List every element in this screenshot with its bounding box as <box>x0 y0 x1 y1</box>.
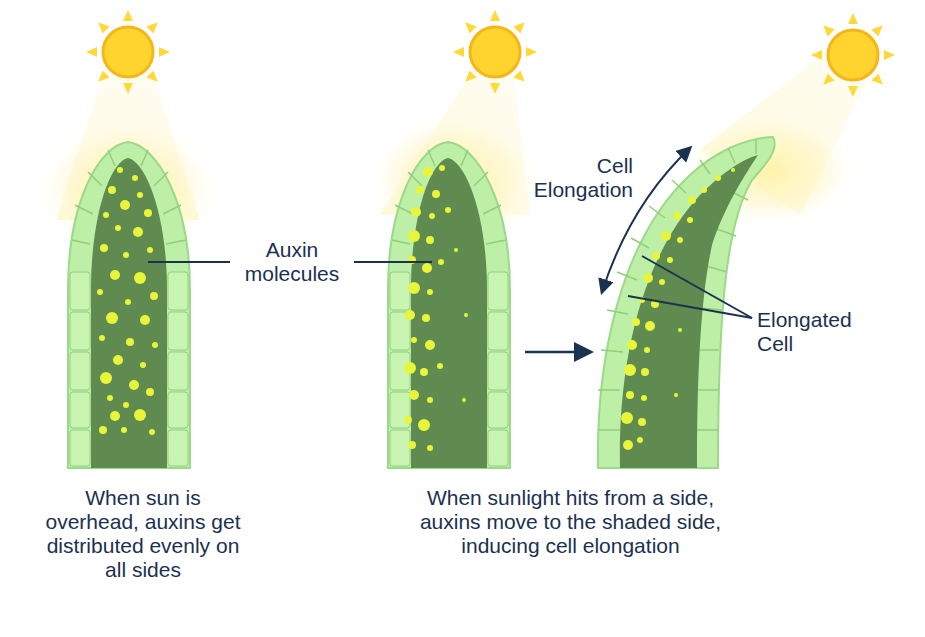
auxin-label: Auxin molecules <box>232 238 352 286</box>
auxin-dots <box>404 165 468 451</box>
elongated-cell-label: Elongated Cell <box>757 308 882 356</box>
plant-shoot <box>68 142 190 468</box>
caption-text: When sunlight hits from a side, auxins m… <box>398 486 743 558</box>
auxin-dots <box>621 168 735 450</box>
leader-lines <box>148 256 752 318</box>
sun-symbol <box>453 10 537 94</box>
sun-symbol <box>811 13 895 97</box>
sun-symbol <box>86 10 170 94</box>
transition-arrow <box>525 351 590 354</box>
caption-text: When sun is overhead, auxins get distrib… <box>43 486 243 582</box>
plant-shoot <box>388 142 510 468</box>
auxin-dots <box>97 167 158 435</box>
elongation-label: Cell Elongation <box>500 154 633 202</box>
